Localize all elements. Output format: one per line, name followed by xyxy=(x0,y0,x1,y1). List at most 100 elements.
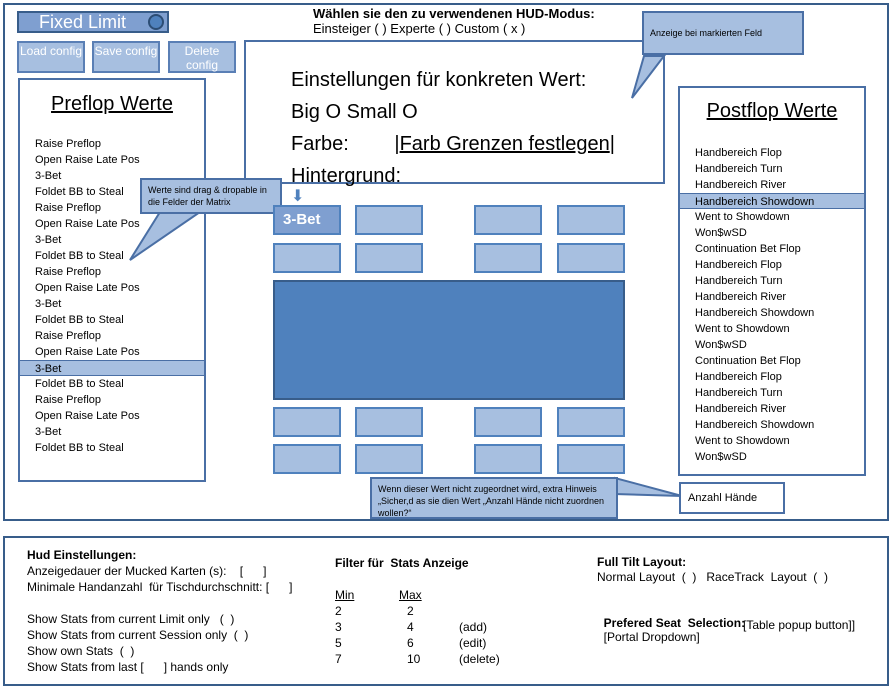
preflop-list-item[interactable]: Open Raise Late Pos xyxy=(35,410,140,422)
preflop-list-item[interactable]: 3-Bet xyxy=(35,298,62,310)
hud-setting-line[interactable]: Show Stats from current Session only ( ) xyxy=(27,628,249,642)
postflop-list-item[interactable]: Handbereich River xyxy=(695,403,787,415)
filter-max-value: 2 xyxy=(407,604,414,618)
filter-min-value: 2 xyxy=(335,604,342,618)
preflop-list-item[interactable]: Raise Preflop xyxy=(35,138,102,150)
filter-min-value: 3 xyxy=(335,620,342,634)
table-popup-option[interactable]: [Table popup button]] xyxy=(743,618,856,632)
postflop-list-item[interactable]: Handbereich Flop xyxy=(695,147,782,159)
filter-action-button[interactable]: (add) xyxy=(459,620,488,634)
hud-setting-line[interactable]: Show Stats from last [ ] hands only xyxy=(27,660,229,674)
matrix-cell-filled[interactable]: 3-Bet xyxy=(273,205,341,235)
value-settings-box: Einstellungen für konkreten Wert: Big O … xyxy=(244,40,665,187)
matrix-center-area[interactable] xyxy=(273,280,625,400)
postflop-list-item[interactable]: Handbereich Showdown xyxy=(680,193,864,209)
size-options[interactable]: Big O Small O xyxy=(291,101,418,123)
postflop-list-item[interactable]: Continuation Bet Flop xyxy=(695,355,801,367)
postflop-list-item[interactable]: Handbereich Turn xyxy=(695,163,783,175)
postflop-list-item[interactable]: Handbereich Showdown xyxy=(695,307,815,319)
preflop-list-item[interactable]: Open Raise Late Pos xyxy=(35,346,140,358)
postflop-list-item[interactable]: Handbereich Turn xyxy=(695,387,783,399)
postflop-list-item[interactable]: Handbereich River xyxy=(695,179,787,191)
preflop-list-item[interactable]: Foldet BB to Steal xyxy=(35,378,124,390)
postflop-list-item[interactable]: Went to Showdown xyxy=(695,211,790,223)
hud-mode-options[interactable]: Einsteiger ( ) Experte ( ) Custom ( x ) xyxy=(313,21,526,36)
preflop-list-item[interactable]: Open Raise Late Pos xyxy=(35,218,140,230)
preflop-list-item[interactable]: 3-Bet xyxy=(35,234,62,246)
filter-max-value: 6 xyxy=(407,636,414,650)
matrix-cell[interactable] xyxy=(474,205,542,235)
preflop-list-item[interactable]: Open Raise Late Pos xyxy=(35,282,140,294)
preflop-list-item[interactable]: Foldet BB to Steal xyxy=(35,186,124,198)
matrix-cell[interactable] xyxy=(273,444,341,474)
matrix-cell[interactable] xyxy=(355,444,423,474)
seat-selection-row: Prefered Seat Selection: [Portal Dropdow… xyxy=(597,602,745,644)
preflop-list-item[interactable]: Raise Preflop xyxy=(35,202,102,214)
postflop-list-item[interactable]: Handbereich Showdown xyxy=(695,419,815,431)
matrix-cell[interactable] xyxy=(273,407,341,437)
matrix-cell[interactable] xyxy=(355,205,423,235)
background-label[interactable]: Hintergrund: xyxy=(291,165,402,187)
filter-min-header: Min xyxy=(335,588,355,602)
matrix-cell[interactable] xyxy=(273,243,341,273)
radio-indicator-icon xyxy=(148,14,164,30)
layout-options[interactable]: Normal Layout ( ) RaceTrack Layout ( ) xyxy=(597,570,828,584)
matrix-cell[interactable] xyxy=(474,243,542,273)
layout-title: Full Tilt Layout: xyxy=(597,555,687,569)
filter-action-button[interactable]: (edit) xyxy=(459,636,487,650)
settings-frame xyxy=(3,536,889,686)
preflop-list-item[interactable]: 3-Bet xyxy=(20,360,204,376)
matrix-cell[interactable] xyxy=(557,243,625,273)
save-config-button[interactable]: Save config xyxy=(92,41,160,73)
postflop-list-item[interactable]: Continuation Bet Flop xyxy=(695,243,801,255)
postflop-list-item[interactable]: Won$wSD xyxy=(695,451,747,463)
hud-setting-line[interactable]: Show own Stats ( ) xyxy=(27,644,135,658)
delete-config-button[interactable]: Delete config xyxy=(168,41,236,73)
matrix-cell[interactable] xyxy=(474,444,542,474)
callout-drag-drop: Werte sind drag & dropable in die Felder… xyxy=(140,178,282,214)
preflop-list-item[interactable]: Foldet BB to Steal xyxy=(35,442,124,454)
matrix-cell[interactable] xyxy=(557,444,625,474)
load-config-button[interactable]: Load config xyxy=(17,41,85,73)
postflop-list-item[interactable]: Went to Showdown xyxy=(695,323,790,335)
postflop-list-item[interactable]: Went to Showdown xyxy=(695,435,790,447)
postflop-list-item[interactable]: Handbereich Flop xyxy=(695,371,782,383)
limit-type-label: Fixed Limit xyxy=(39,12,127,32)
preflop-list-item[interactable]: 3-Bet xyxy=(35,170,62,182)
preflop-list-item[interactable]: Raise Preflop xyxy=(35,330,102,342)
preflop-list-item[interactable]: Foldet BB to Steal xyxy=(35,250,124,262)
portal-dropdown-option[interactable]: [Portal Dropdown] xyxy=(603,630,700,644)
filter-max-header: Max xyxy=(399,588,422,602)
postflop-title: Postflop Werte xyxy=(706,100,838,122)
postflop-list-item[interactable]: Handbereich Flop xyxy=(695,259,782,271)
preflop-list-item[interactable]: Raise Preflop xyxy=(35,394,102,406)
postflop-list-item[interactable]: Won$wSD xyxy=(695,339,747,351)
filter-action-button[interactable]: (delete) xyxy=(459,652,500,666)
matrix-cell[interactable] xyxy=(557,205,625,235)
callout-tail-marked xyxy=(631,55,667,99)
hud-setting-line[interactable]: Anzeigedauer der Mucked Karten (s): [ ] xyxy=(27,564,267,578)
preflop-list-item[interactable]: Foldet BB to Steal xyxy=(35,314,124,326)
postflop-list-item[interactable]: Handbereich River xyxy=(695,291,787,303)
matrix-cell[interactable] xyxy=(355,243,423,273)
filter-max-value: 10 xyxy=(407,652,421,666)
matrix-cell[interactable] xyxy=(355,407,423,437)
limit-type-selector[interactable]: Fixed Limit xyxy=(17,11,169,33)
preflop-title: Preflop Werte xyxy=(51,93,173,115)
preflop-list-item[interactable]: 3-Bet xyxy=(35,426,62,438)
matrix-cell[interactable] xyxy=(557,407,625,437)
postflop-list-item[interactable]: Handbereich Turn xyxy=(695,275,783,287)
hud-setting-line[interactable]: Minimale Handanzahl für Tischdurchschnit… xyxy=(27,580,293,594)
matrix-cell[interactable] xyxy=(474,407,542,437)
postflop-list-item[interactable]: Won$wSD xyxy=(695,227,747,239)
anzahl-haende-field[interactable]: Anzahl Hände xyxy=(679,482,785,514)
hud-setting-line[interactable] xyxy=(27,596,292,612)
filter-title: Filter für Stats Anzeige xyxy=(335,556,469,570)
value-settings-heading: Einstellungen für konkreten Wert: xyxy=(291,69,587,91)
preflop-list-item[interactable]: Raise Preflop xyxy=(35,266,102,278)
preflop-list-item[interactable]: Open Raise Late Pos xyxy=(35,154,140,166)
hud-setting-line[interactable]: Show Stats from current Limit only ( ) xyxy=(27,612,235,626)
color-limits-link[interactable]: Farb Grenzen festlegen xyxy=(399,133,610,155)
